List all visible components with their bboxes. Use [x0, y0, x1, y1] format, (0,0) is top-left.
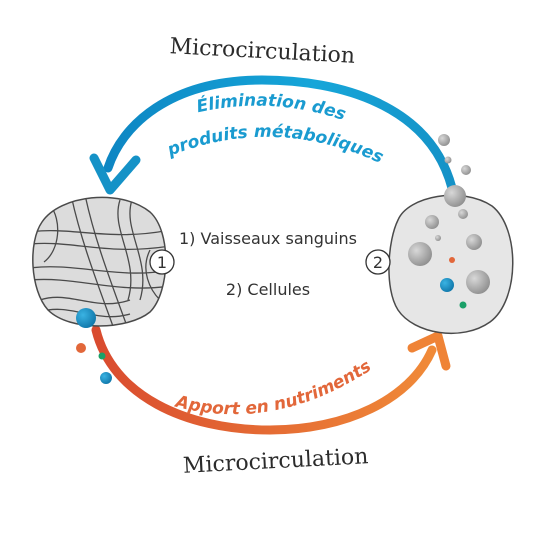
arrow-head-left-down-icon [89, 153, 141, 195]
marker-cells-number: 2 [373, 253, 383, 272]
cell-particle [458, 209, 468, 219]
nutrient-particles [76, 308, 112, 384]
top-arc-label-line2-path: produits métaboliques [164, 122, 387, 168]
waste-particle [461, 165, 471, 175]
waste-particles [438, 134, 471, 207]
marker-vessels: 1 [149, 249, 175, 275]
top-arc-title: Microcirculation [169, 34, 356, 69]
waste-particle [438, 134, 450, 146]
vessels-circle [32, 196, 167, 327]
waste-particle [444, 156, 452, 164]
bottom-arc-label: Apport en nutriments [172, 356, 375, 419]
cell-particle-blue [440, 278, 454, 292]
marker-cells-circle [365, 249, 391, 275]
top-arc-stroke [103, 75, 457, 193]
arrow-head-right-up-icon [407, 331, 451, 371]
bottom-arc [91, 325, 451, 435]
cell-particle [466, 234, 482, 250]
cell-particle [425, 215, 439, 229]
cells-circle-shape [388, 194, 514, 335]
top-arc [89, 75, 457, 195]
nutrient-particle-green [98, 352, 106, 360]
legend-item-vessels: 1) Vaisseaux sanguins [179, 229, 357, 248]
marker-vessels-number: 1 [157, 253, 167, 272]
nutrient-particle-blue [100, 372, 112, 384]
cell-particle [466, 270, 490, 294]
nutrient-particle-blue [76, 308, 96, 328]
cell-particle [408, 242, 432, 266]
cell-particle [435, 235, 441, 241]
bottom-arc-stroke [91, 325, 437, 435]
marker-vessels-circle [149, 249, 175, 275]
vessel-network [32, 197, 166, 326]
top-arc-label-line1: Élimination des [194, 91, 348, 125]
top-arc-label-line1-path: Élimination des [194, 91, 348, 125]
cells-circle [388, 194, 514, 335]
cell-particle-green [459, 301, 467, 309]
marker-cells: 2 [365, 249, 391, 275]
waste-particle [444, 185, 466, 207]
bottom-arc-title: Microcirculation [182, 444, 369, 479]
bottom-arc-label-path: Apport en nutriments [172, 356, 375, 419]
cell-particle-orange [449, 257, 455, 263]
legend-item-cells: 2) Cellules [226, 280, 310, 299]
nutrient-particle-orange [76, 343, 86, 353]
top-arc-label-line2: produits métaboliques [164, 122, 387, 168]
